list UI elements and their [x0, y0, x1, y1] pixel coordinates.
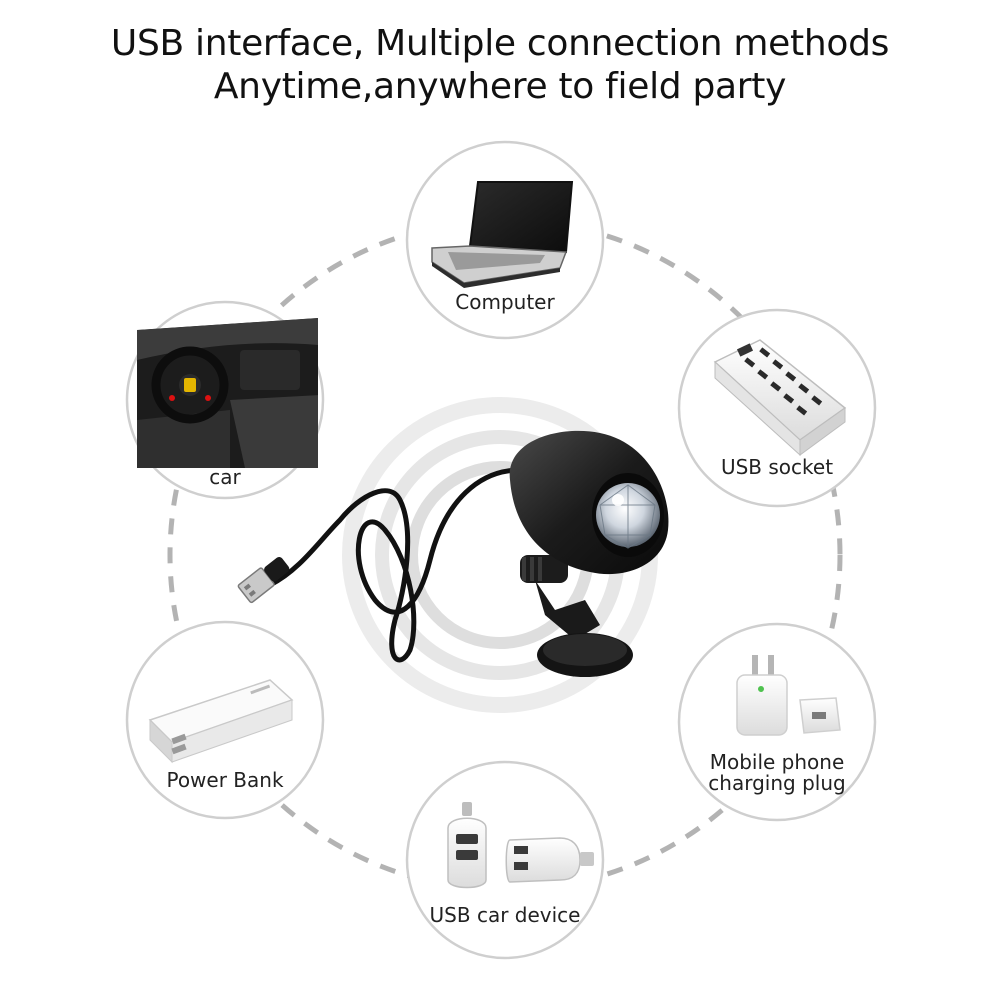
usb-hub-icon [713, 339, 847, 457]
label-phone-plug: Mobile phone charging plug [677, 752, 877, 794]
node-computer [405, 140, 605, 340]
laptop-icon [431, 181, 574, 288]
label-phone-plug-line-1: Mobile phone [709, 750, 845, 774]
label-car-device: USB car device [429, 903, 581, 927]
headline: USB interface, Multiple connection metho… [0, 22, 1000, 108]
headline-line-1: USB interface, Multiple connection metho… [110, 23, 890, 64]
wall-charger-icon [736, 655, 841, 736]
label-computer: Computer [455, 290, 555, 314]
node-car-device [405, 760, 605, 960]
node-power-bank [125, 620, 325, 820]
node-car [125, 300, 325, 500]
label-power-bank: Power Bank [166, 768, 284, 792]
power-bank-icon [148, 679, 294, 764]
usb-disco-light-icon [237, 430, 669, 677]
car-charger-icon [447, 802, 594, 889]
label-phone-plug-line-2: charging plug [708, 771, 846, 795]
label-usb-socket: USB socket [720, 455, 834, 479]
headline-line-2: Anytime,anywhere to field party [213, 66, 787, 107]
label-car: car [209, 465, 241, 489]
node-phone-plug [677, 622, 877, 822]
node-usb-socket [677, 308, 877, 508]
car-interior-icon [137, 318, 318, 468]
